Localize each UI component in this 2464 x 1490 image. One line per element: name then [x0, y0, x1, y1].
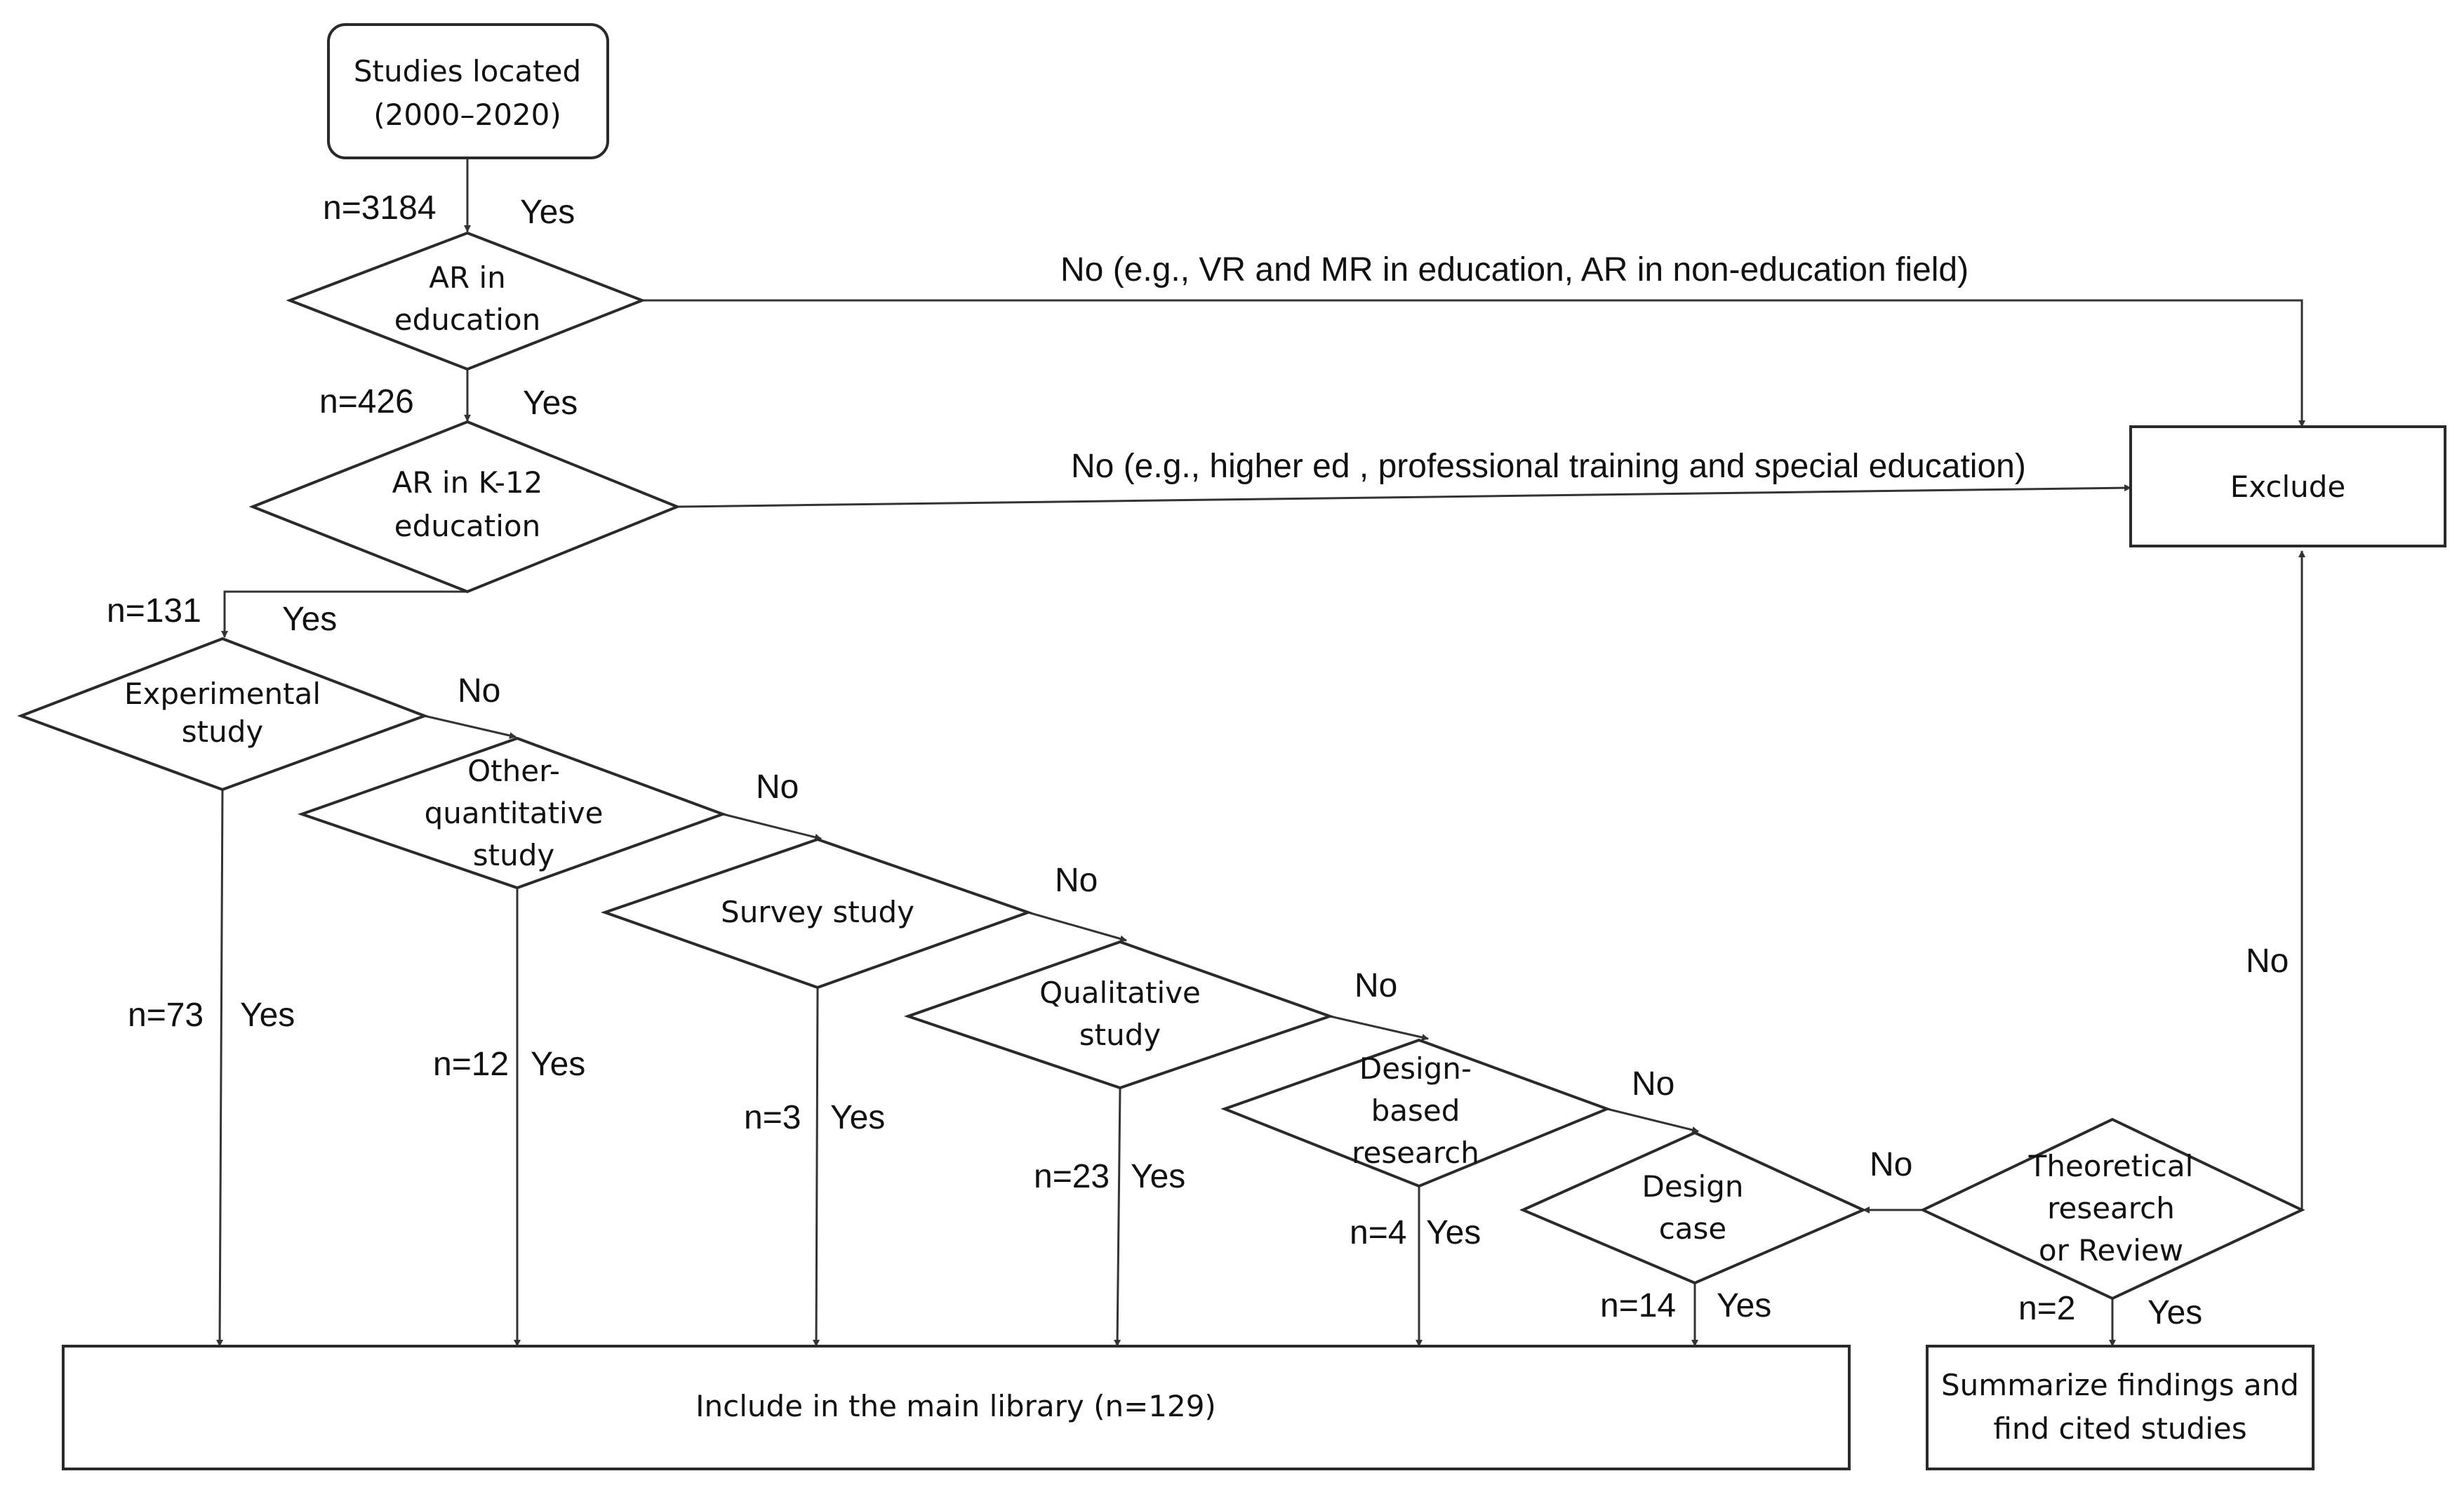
label-yes-k12: Yes — [282, 601, 337, 638]
exclude-text: Exclude — [2230, 470, 2346, 504]
label-n-theoretical: n=2 — [2018, 1290, 2075, 1327]
arrow-ar-edu-to-exclude — [642, 299, 2305, 427]
label-n-other-quantitative: n=12 — [433, 1046, 509, 1083]
theoretical-review-diamond — [1919, 1117, 2305, 1301]
label-yes-design-case: Yes — [1717, 1287, 1771, 1324]
start-box — [327, 23, 609, 159]
ar-education-diamond — [286, 231, 646, 371]
edge-labels: n=3184 Yes No (e.g., VR and MR in educat… — [107, 189, 2289, 1331]
label-yes-ar-edu: Yes — [523, 385, 578, 422]
arrow-survey-to-include — [813, 987, 820, 1347]
shapes — [17, 23, 2446, 1470]
qualitative-diamond — [903, 940, 1335, 1090]
include-box — [62, 1345, 1851, 1470]
label-n-start: n=3184 — [323, 189, 437, 227]
label-no-dbr: No — [1632, 1065, 1674, 1103]
label-no-other-quantitative: No — [756, 769, 799, 806]
label-no-qualitative: No — [1354, 967, 1397, 1004]
survey-diamond — [600, 837, 1033, 990]
label-yes-dbr: Yes — [1426, 1214, 1481, 1251]
label-no-theory-to-case: No — [1870, 1146, 1912, 1183]
label-no-experimental: No — [458, 672, 500, 710]
label-no-survey: No — [1055, 862, 1098, 899]
survey-text: Survey study — [721, 895, 914, 929]
arrow-k12-to-experimental — [221, 590, 467, 638]
ar-k12-diamond — [248, 420, 681, 594]
connectors — [216, 159, 2305, 1347]
arrow-exp-to-oq — [424, 714, 517, 739]
label-yes-theoretical: Yes — [2147, 1294, 2202, 1331]
label-yes-other-quantitative: Yes — [531, 1046, 585, 1083]
arrow-exp-to-include — [216, 789, 224, 1347]
label-n-dbr: n=4 — [1350, 1214, 1406, 1251]
arrow-survey-to-qual — [1027, 911, 1127, 943]
design-case-diamond — [1519, 1131, 1867, 1285]
label-n-survey: n=3 — [744, 1099, 801, 1136]
label-n-qualitative: n=23 — [1034, 1158, 1110, 1195]
label-n-ar-edu: n=426 — [319, 383, 414, 420]
arrow-oq-to-survey — [722, 813, 822, 841]
label-yes-qualitative: Yes — [1131, 1158, 1185, 1195]
experimental-diamond — [17, 637, 429, 792]
label-n-k12: n=131 — [107, 592, 201, 630]
other-quantitative-diamond — [297, 736, 727, 890]
label-no-k12: No (e.g., higher ed , professional train… — [1071, 448, 2026, 485]
start-text: Studies located(2000–2020) — [354, 54, 581, 132]
include-text: Include in the main library (n=129) — [695, 1389, 1216, 1423]
exclude-box — [2129, 425, 2446, 547]
label-yes-start: Yes — [520, 194, 575, 231]
label-n-design-case: n=14 — [1600, 1287, 1676, 1324]
label-no-ar-edu: No (e.g., VR and MR in education, AR in … — [1060, 251, 1969, 288]
arrow-qual-to-include — [1114, 1087, 1121, 1347]
label-n-experimental: n=73 — [128, 997, 204, 1034]
label-yes-experimental: Yes — [240, 997, 295, 1034]
summarize-box — [1926, 1345, 2315, 1470]
arrow-qual-to-dbr — [1329, 1015, 1429, 1041]
design-based-research-diamond — [1220, 1038, 1611, 1188]
label-yes-survey: Yes — [830, 1099, 885, 1136]
arrow-dbr-to-case — [1606, 1107, 1699, 1133]
arrow-k12-to-exclude — [677, 484, 2131, 508]
label-no-theory-to-exclude: No — [2246, 943, 2289, 980]
